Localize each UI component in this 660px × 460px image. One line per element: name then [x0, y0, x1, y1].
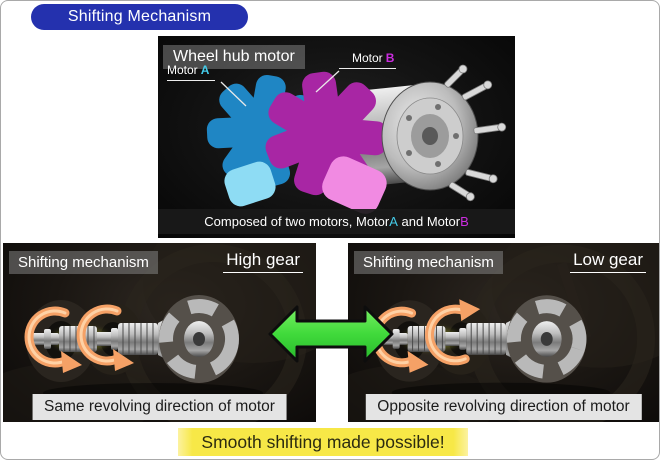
caption-letter-a: A	[389, 214, 398, 229]
motor-a-leader-line	[220, 81, 247, 107]
high-gear-panel-label: Shifting mechanism	[9, 251, 158, 274]
wheel-hub-motor-label: Wheel hub motor	[163, 45, 305, 69]
high-gear-title: High gear	[223, 250, 303, 273]
hub-face	[381, 64, 507, 202]
rotation-arrows-same-direction-icon	[24, 304, 134, 373]
motor-b-letter: B	[385, 51, 395, 65]
wheel-hub-motor-illustration	[206, 64, 507, 233]
page-title: Shifting Mechanism	[31, 4, 248, 30]
high-gear-caption: Same revolving direction of motor	[32, 394, 287, 420]
caption-letter-b: B	[460, 214, 469, 229]
low-gear-panel: Shifting mechanism Low gear Opposite rev…	[348, 243, 659, 422]
caption-joiner: and Motor	[397, 214, 461, 229]
gear-shaft	[31, 295, 239, 383]
conclusion-banner: Smooth shifting made possible!	[178, 428, 468, 456]
motor-b-leader-line	[315, 70, 340, 93]
motor-b-prefix: Motor	[352, 51, 383, 65]
motor-a-prefix: Motor	[167, 63, 198, 77]
double-headed-arrow-icon	[268, 305, 394, 363]
low-gear-title: Low gear	[570, 250, 646, 273]
motor-a-letter: A	[200, 63, 210, 77]
low-gear-panel-label: Shifting mechanism	[354, 251, 503, 274]
low-gear-caption: Opposite revolving direction of motor	[365, 394, 642, 420]
caption-text: Composed of two motors, Motor	[204, 214, 390, 229]
